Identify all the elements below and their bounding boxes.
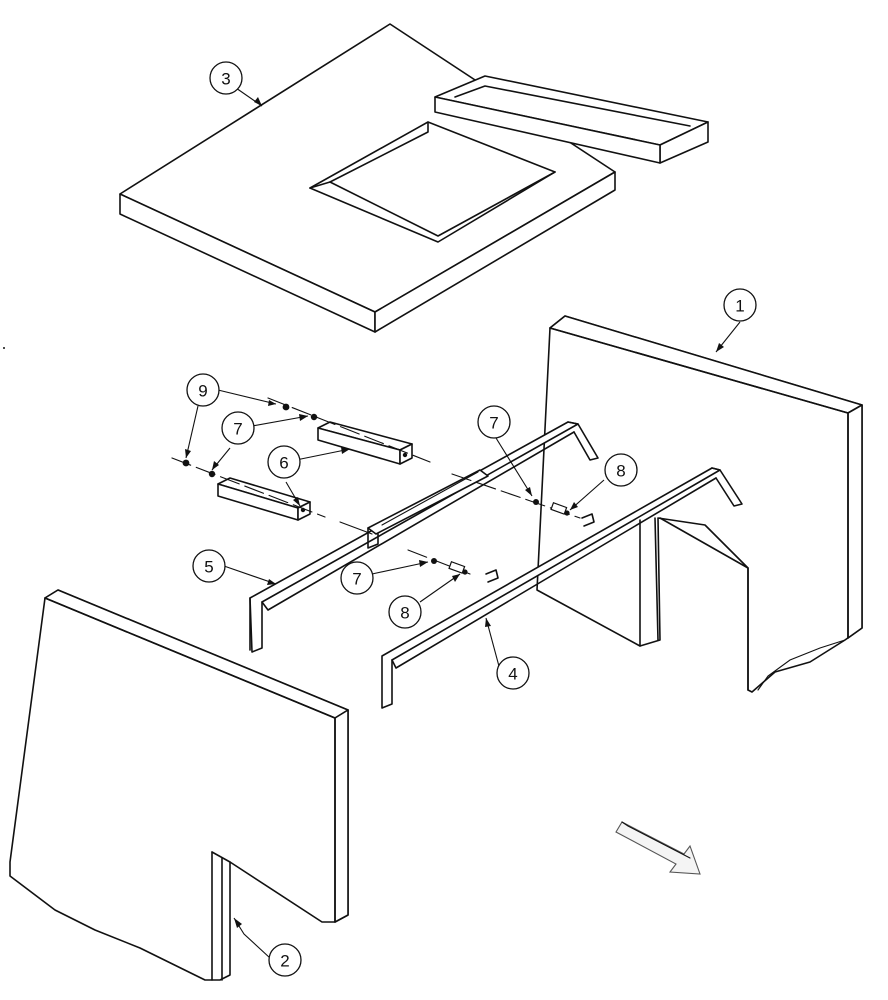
callout-5: 5 (192, 549, 226, 583)
front-direction-arrow-icon (615, 821, 701, 875)
part-2-left-panel (9, 589, 349, 981)
callout-1-label: 1 (735, 297, 744, 316)
part-7-washer-center (431, 558, 437, 564)
callout-2: 2 (268, 943, 302, 977)
callout-7-left-label: 7 (233, 420, 242, 439)
callout-6-label: 6 (279, 454, 288, 473)
callout-9-label: 9 (198, 382, 207, 401)
callout-9: 9 (186, 373, 220, 407)
callout-7-left: 7 (221, 411, 255, 445)
hardware-fasteners (182, 403, 570, 575)
part-4-rear-rail (381, 467, 743, 709)
part-8-bolt-right (550, 502, 570, 516)
part-7-washer-upper (310, 413, 318, 421)
callout-3-label: 3 (221, 70, 230, 89)
part-8-bolt-center (448, 561, 468, 575)
callout-7-center: 7 (340, 561, 374, 595)
part-9-nut-upper (282, 403, 290, 411)
callout-1: 1 (723, 288, 757, 322)
callout-8-right: 8 (604, 453, 638, 487)
callout-6: 6 (267, 445, 301, 479)
callout-4: 4 (496, 656, 530, 690)
fastener-center-lines (171, 397, 581, 575)
part-3-top-cover (119, 23, 709, 333)
callout-2-label: 2 (280, 952, 289, 971)
part-7-washer-lower (208, 470, 216, 478)
callout-7-right-label: 7 (489, 414, 498, 433)
callout-4-label: 4 (508, 665, 517, 684)
callout-8-right-label: 8 (616, 462, 625, 481)
stray-mark (3, 347, 5, 349)
callout-8-center: 8 (388, 595, 422, 629)
part-9-nut-lower (182, 459, 190, 467)
callout-5-label: 5 (204, 558, 213, 577)
part-5-front-rail (249, 421, 599, 653)
part-7-washer-right (533, 499, 539, 505)
part-1-right-panel (536, 315, 863, 693)
callout-3: 3 (209, 61, 243, 95)
leader-lines (185, 87, 741, 959)
callout-8-center-label: 8 (400, 604, 409, 623)
part-6-brackets (217, 421, 413, 521)
callout-7-right: 7 (477, 405, 511, 439)
callout-7-center-label: 7 (352, 570, 361, 589)
